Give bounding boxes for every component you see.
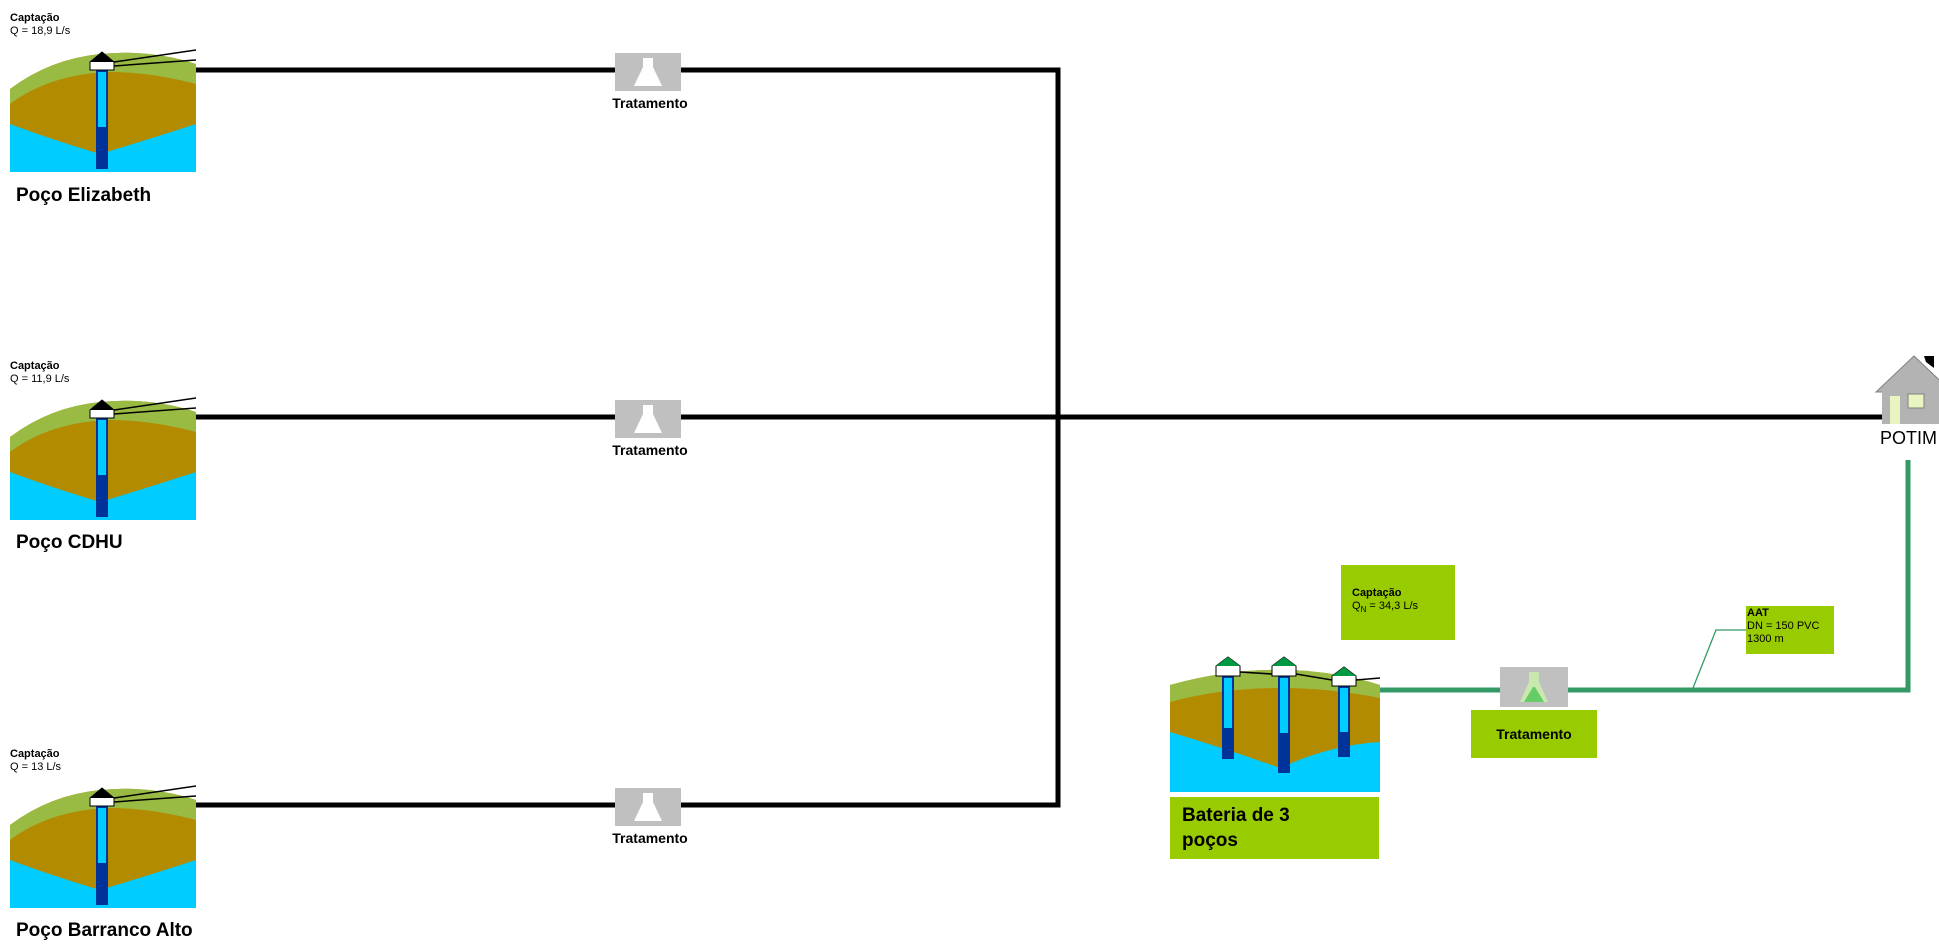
aat-title: AAT (1747, 607, 1769, 619)
well-battery-icon (1170, 656, 1380, 792)
well-name: Poço Elizabeth (16, 185, 152, 206)
captacao-info: Captação Q = 13 L/s (10, 748, 61, 774)
battery-treatment-box: Tratamento (1471, 710, 1597, 758)
treatment-icon (615, 400, 681, 438)
aat-diameter: DN = 150 PVC (1747, 620, 1820, 632)
flow-rate: QN = 34,3 L/s (1352, 600, 1419, 615)
captacao-title: Captação (10, 360, 60, 372)
captacao-title: Captação (10, 748, 60, 760)
city-name: POTIM (1880, 428, 1937, 448)
captacao-info: Captação Q = 18,9 L/s (10, 12, 70, 38)
battery-captacao-box: Captação QN = 34,3 L/s (1341, 565, 1455, 640)
flask-icon (634, 405, 662, 433)
well-icon (10, 49, 196, 172)
flask-icon (634, 793, 662, 821)
treatment-icon (1500, 667, 1568, 707)
battery-name-box: Bateria de 3 poços (1170, 797, 1379, 859)
flask-icon (634, 58, 662, 86)
captacao-info: Captação Q = 11,9 L/s (10, 360, 69, 386)
captacao-title: Captação (1352, 587, 1402, 599)
well-name: Poço Barranco Alto (16, 920, 193, 941)
well-icon (10, 397, 196, 520)
captacao-title: Captação (10, 12, 60, 24)
well-name: Poço CDHU (16, 532, 123, 553)
treatment-icon (615, 788, 681, 826)
aat-callout: AAT DN = 150 PVC 1300 m (1746, 606, 1834, 654)
flow-rate: Q = 13 L/s (10, 761, 62, 773)
house-icon (1874, 355, 1939, 424)
treatment-label: Tratamento (612, 830, 688, 846)
flow-rate: Q = 18,9 L/s (10, 25, 71, 37)
treatment-label: Tratamento (612, 95, 688, 111)
flow-rate: Q = 11,9 L/s (10, 373, 70, 385)
treatment-icon (615, 53, 681, 91)
well-name: Bateria de 3 poços (1182, 805, 1290, 851)
treatment-label: Tratamento (1496, 726, 1572, 742)
well-icon (10, 785, 196, 908)
treatment-label: Tratamento (612, 442, 688, 458)
flask-icon (1520, 672, 1548, 702)
aat-leader-line (1692, 629, 1746, 689)
aat-length: 1300 m (1747, 633, 1784, 645)
